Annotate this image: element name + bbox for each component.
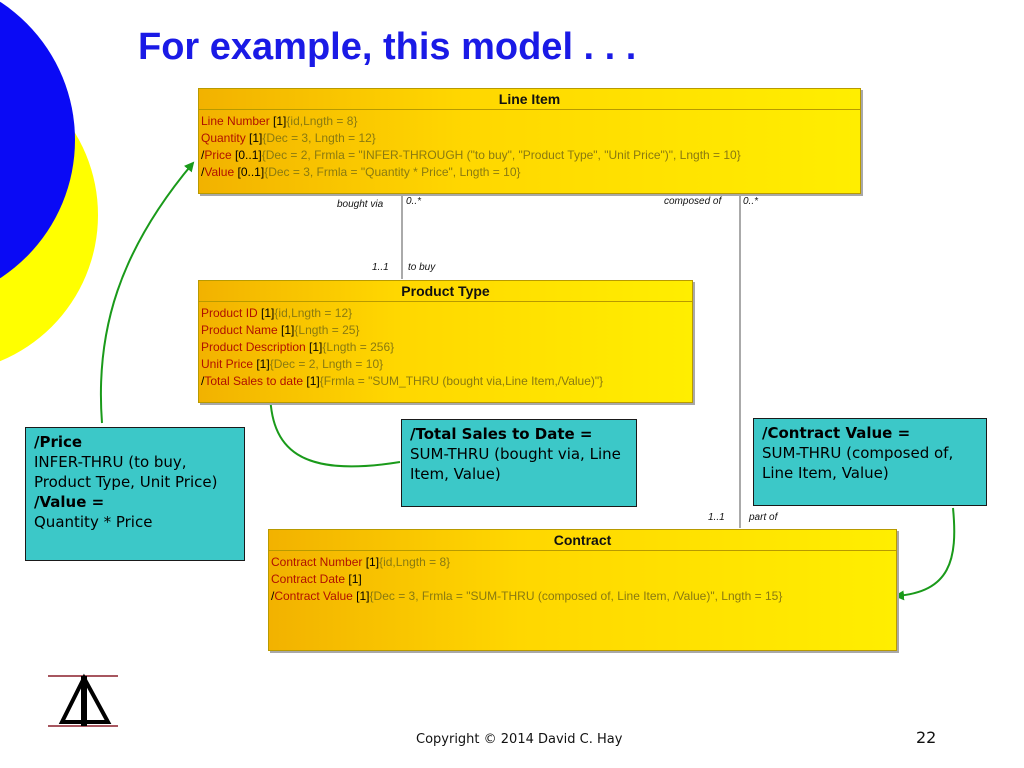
attribute-properties: {Dec = 3, Lngth = 12} <box>262 131 376 145</box>
multiplicity-part-of: 1..1 <box>708 512 725 523</box>
attribute-derived-marker: / <box>201 374 205 388</box>
attribute-row: Product Description [1]{Lngth = 256} <box>201 339 689 356</box>
role-bought-via: bought via <box>337 199 384 210</box>
attribute-name: Contract Date <box>271 572 346 586</box>
role-to-buy: to buy <box>408 262 436 273</box>
attribute-multiplicity: [1] <box>362 555 380 569</box>
attribute-derived-marker: / <box>201 165 205 179</box>
note-price: /Price INFER-THRU (to buy, Product Type,… <box>25 427 245 561</box>
copyright: Copyright © 2014 David C. Hay <box>416 732 623 747</box>
multiplicity-composed-of: 0..* <box>743 196 759 207</box>
arrow-contract-value-note <box>894 507 956 601</box>
note-heading: /Price <box>34 433 83 451</box>
attribute-row: Contract Number [1]{id,Lngth = 8} <box>271 554 893 571</box>
multiplicity-bought-via: 0..* <box>406 196 422 207</box>
note-text: SUM-THRU (bought via, Line Item, Value) <box>410 445 621 483</box>
attribute-row: Quantity [1]{Dec = 3, Lngth = 12} <box>201 130 857 147</box>
attribute-multiplicity: [0..1] <box>234 165 265 179</box>
class-product-type[interactable]: Product Type Product ID [1]{id,Lngth = 1… <box>198 280 693 403</box>
attribute-multiplicity: [1] <box>303 374 320 388</box>
attribute-properties: {Dec = 3, Frmla = "Quantity * Price", Ln… <box>264 165 521 179</box>
attribute-multiplicity: [1] <box>257 306 275 320</box>
role-part-of: part of <box>749 512 778 523</box>
attribute-name: Line Number <box>201 114 270 128</box>
attribute-properties: {id,Lngth = 12} <box>274 306 353 320</box>
attribute-name: Product Description <box>201 340 306 354</box>
note-text: SUM-THRU (composed of, Line Item, Value) <box>762 444 954 482</box>
note-text: Quantity * Price <box>34 513 153 531</box>
attribute-name: Price <box>204 148 232 162</box>
attribute-row: Product Name [1]{Lngth = 25} <box>201 322 689 339</box>
page-number: 22 <box>916 728 937 747</box>
attribute-multiplicity: [1] <box>305 340 323 354</box>
attribute-derived-marker: / <box>271 589 275 603</box>
arrow-total-sales-note <box>265 387 401 468</box>
blue-circle <box>0 1 75 279</box>
attribute-list: Contract Number [1]{id,Lngth = 8}Contrac… <box>269 551 896 605</box>
logo-icon <box>48 673 118 727</box>
slide-title: For example, this model . . . <box>138 26 637 68</box>
multiplicity-to-buy: 1..1 <box>372 262 389 273</box>
attribute-multiplicity: [0..1] <box>231 148 262 162</box>
attribute-properties: {id,Lngth = 8} <box>286 114 358 128</box>
role-composed-of: composed of <box>664 196 722 207</box>
note-heading: /Contract Value = <box>762 424 911 442</box>
class-contract[interactable]: Contract Contract Number [1]{id,Lngth = … <box>268 529 897 651</box>
attribute-list: Line Number [1]{id,Lngth = 8}Quantity [1… <box>199 110 860 181</box>
note-contract-value: /Contract Value = SUM-THRU (composed of,… <box>753 418 987 506</box>
class-name: Contract <box>269 530 896 551</box>
attribute-name: Contract Value <box>274 589 353 603</box>
attribute-properties: {Dec = 3, Frmla = "SUM-THRU (composed of… <box>369 589 783 603</box>
class-name: Product Type <box>199 281 692 302</box>
attribute-properties: {Dec = 2, Frmla = "INFER-THROUGH ("to bu… <box>261 148 741 162</box>
attribute-multiplicity: [1] <box>253 357 270 371</box>
attribute-name: Total Sales to date <box>204 374 304 388</box>
class-name: Line Item <box>199 89 860 110</box>
attribute-row: Contract Date [1] <box>271 571 893 588</box>
attribute-row: /Value [0..1]{Dec = 3, Frmla = "Quantity… <box>201 164 857 181</box>
attribute-row: Line Number [1]{id,Lngth = 8} <box>201 113 857 130</box>
attribute-properties: {Lngth = 25} <box>294 323 360 337</box>
attribute-row: Unit Price [1]{Dec = 2, Lngth = 10} <box>201 356 689 373</box>
attribute-properties: {Dec = 2, Lngth = 10} <box>269 357 384 371</box>
attribute-row: Product ID [1]{id,Lngth = 12} <box>201 305 689 322</box>
decorative-circles <box>0 1 98 362</box>
attribute-properties: {Lngth = 256} <box>322 340 395 354</box>
attribute-list: Product ID [1]{id,Lngth = 12}Product Nam… <box>199 302 692 390</box>
attribute-name: Product ID <box>201 306 258 320</box>
attribute-name: Product Name <box>201 323 278 337</box>
attribute-derived-marker: / <box>201 148 205 162</box>
attribute-multiplicity: [1] <box>345 572 362 586</box>
class-line-item[interactable]: Line Item Line Number [1]{id,Lngth = 8}Q… <box>198 88 861 194</box>
note-text: INFER-THRU (to buy, Product Type, Unit P… <box>34 453 218 491</box>
attribute-multiplicity: [1] <box>245 131 263 145</box>
attribute-name: Contract Number <box>271 555 363 569</box>
attribute-multiplicity: [1] <box>352 589 370 603</box>
attribute-properties: {Frmla = "SUM_THRU (bought via,Line Item… <box>319 374 604 388</box>
arrow-price-note <box>99 161 195 424</box>
note-total-sales: /Total Sales to Date = SUM-THRU (bought … <box>401 419 637 507</box>
attribute-name: Quantity <box>201 131 246 145</box>
attribute-multiplicity: [1] <box>277 323 295 337</box>
attribute-multiplicity: [1] <box>269 114 287 128</box>
attribute-name: Unit Price <box>201 357 254 371</box>
attribute-properties: {id,Lngth = 8} <box>379 555 451 569</box>
attribute-row: /Total Sales to date [1]{Frmla = "SUM_TH… <box>201 373 689 390</box>
note-heading: /Value = <box>34 493 105 511</box>
attribute-row: /Contract Value [1]{Dec = 3, Frmla = "SU… <box>271 588 893 605</box>
attribute-name: Value <box>204 165 235 179</box>
attribute-row: /Price [0..1]{Dec = 2, Frmla = "INFER-TH… <box>201 147 857 164</box>
note-heading: /Total Sales to Date = <box>410 425 593 443</box>
